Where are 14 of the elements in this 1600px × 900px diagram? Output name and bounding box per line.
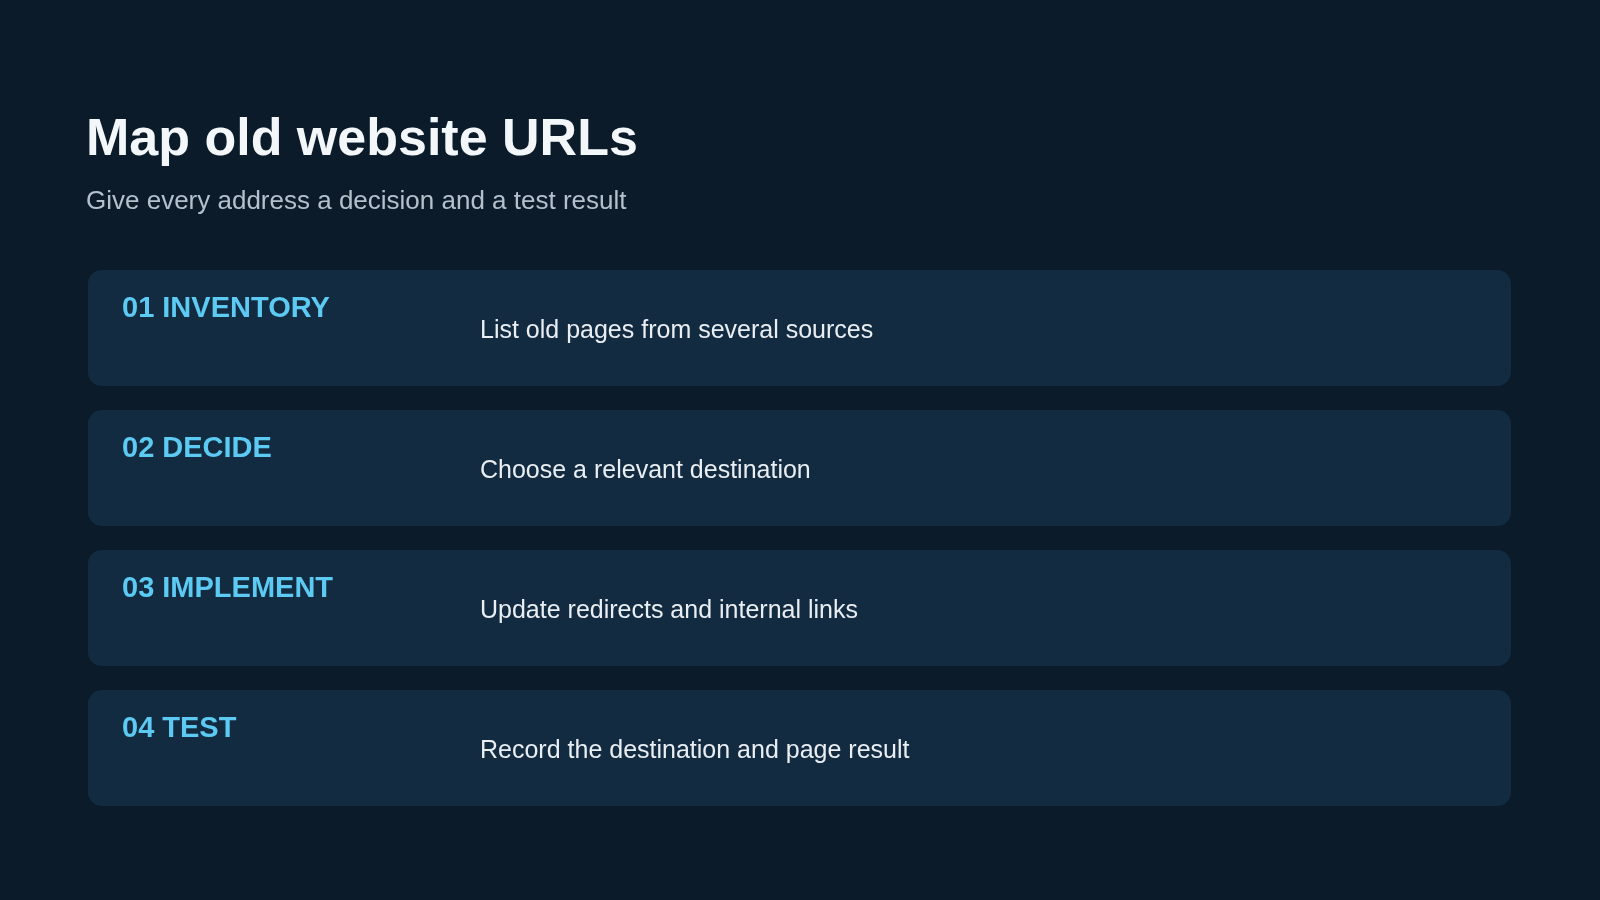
step-heading: 04 TEST xyxy=(122,710,237,745)
subtitle: Give every address a decision and a test result xyxy=(86,185,627,217)
slide-title: Map old website URLs xyxy=(86,108,638,168)
step-description: List old pages from several sources xyxy=(480,314,874,344)
step-card xyxy=(88,690,1511,806)
step-card xyxy=(88,550,1511,666)
step-description: Record the destination and page result xyxy=(480,734,910,764)
step-heading: 03 IMPLEMENT xyxy=(122,570,334,605)
step-description: Choose a relevant destination xyxy=(480,454,811,484)
step-card xyxy=(88,270,1511,386)
step-heading: 02 DECIDE xyxy=(122,430,272,465)
step-card xyxy=(88,410,1511,526)
step-heading: 01 INVENTORY xyxy=(122,290,330,325)
step-description: Update redirects and internal links xyxy=(480,594,858,624)
